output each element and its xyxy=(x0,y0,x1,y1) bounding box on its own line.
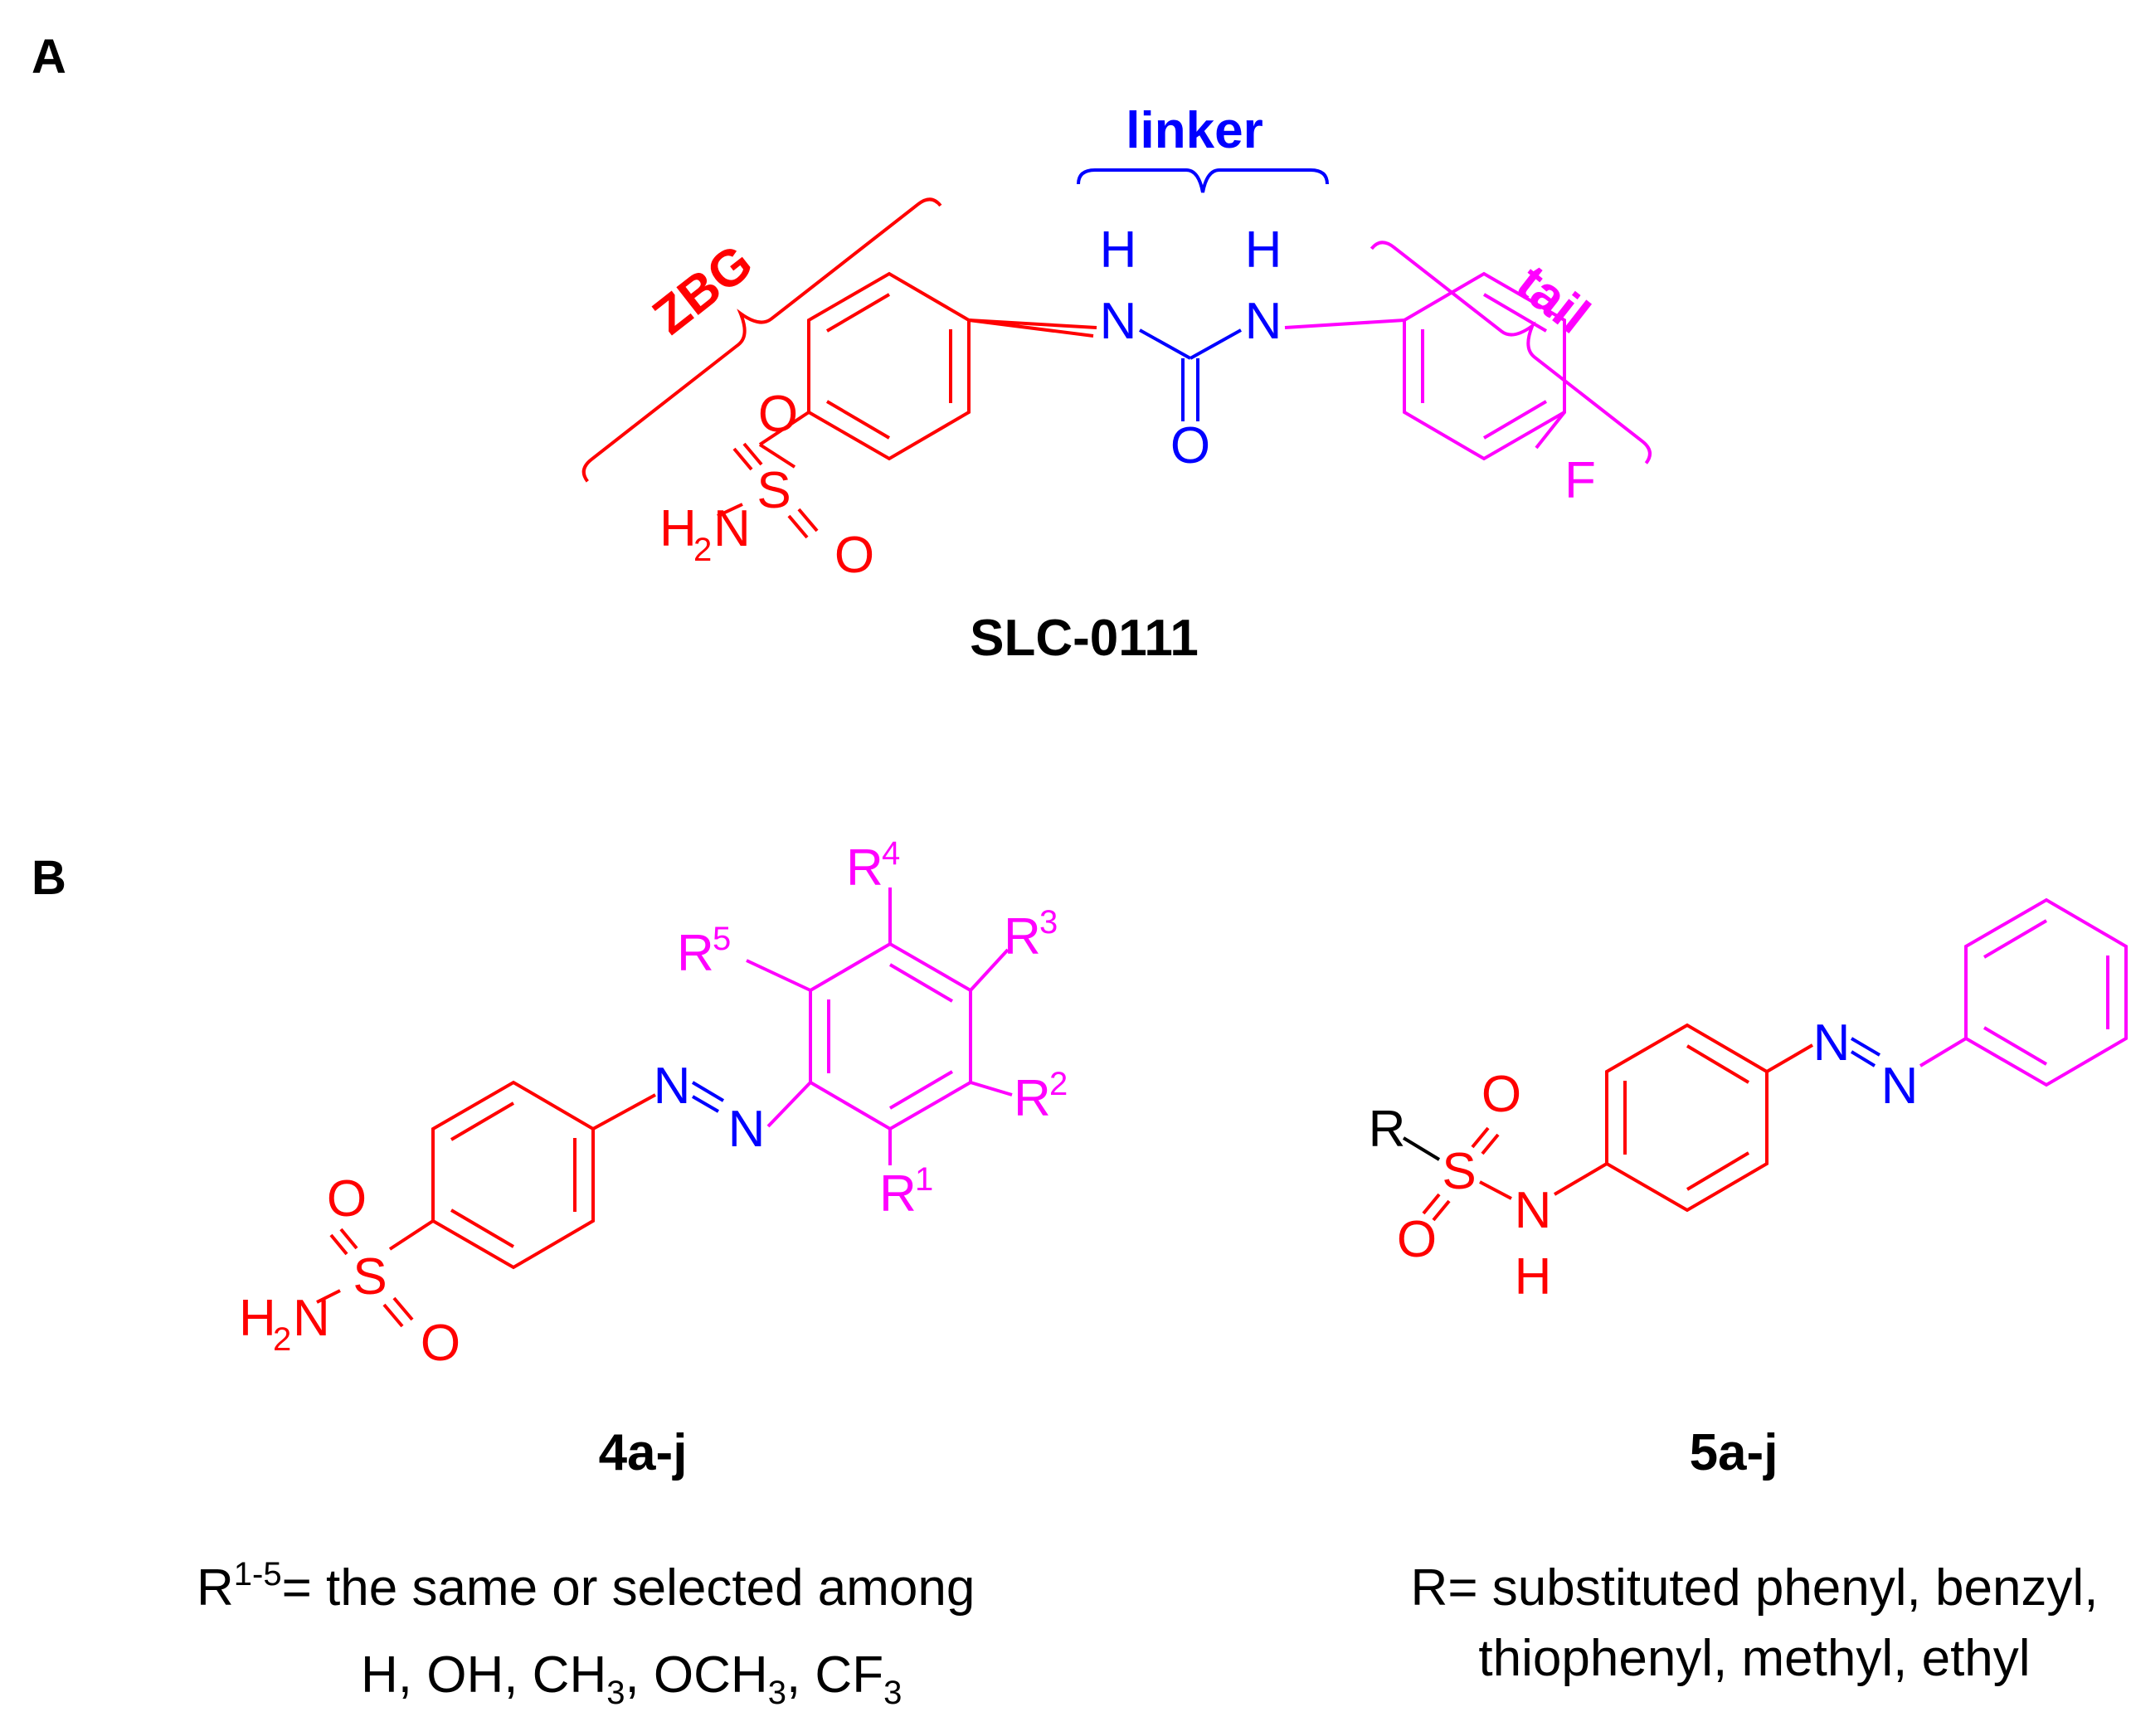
panel-b-letter: B xyxy=(32,851,66,905)
compound-5a-j: R S O O N H N N xyxy=(1369,897,2128,1306)
fluorine: F xyxy=(1564,452,1596,509)
desc-4-line2: H, OH, CH3, OCH3, CF3 xyxy=(361,1646,902,1711)
urea-h1: H xyxy=(1100,221,1137,279)
oxygen-b1: O xyxy=(327,1170,367,1228)
desc-4-sub3: 3 xyxy=(883,1675,902,1711)
sulfur-c: S xyxy=(1442,1143,1476,1200)
bond-urea-ringB xyxy=(1284,319,1405,329)
r3-sup: 3 xyxy=(1039,904,1058,941)
azo-n1-left: N xyxy=(654,1058,691,1115)
substituent-r1: R 1 xyxy=(879,1161,933,1223)
ring-substituted-b xyxy=(746,887,1013,1165)
r1-r: R xyxy=(879,1165,917,1223)
desc-4-b: , OCH xyxy=(625,1646,767,1704)
compound-name-5a-j: 5a-j xyxy=(1690,1424,1778,1481)
substituent-r5: R 5 xyxy=(677,921,731,982)
oxygen-a1: O xyxy=(758,386,798,443)
desc-4-a: H, OH, CH xyxy=(361,1646,606,1704)
amine-a-h: H xyxy=(659,500,697,557)
azo-n2-left: N xyxy=(728,1101,766,1158)
panel-a-letter: A xyxy=(32,30,66,84)
azo-n2-right: N xyxy=(1881,1058,1919,1115)
r2-r: R xyxy=(1014,1070,1051,1127)
desc-4-r: R xyxy=(197,1559,234,1617)
r4-sup: 4 xyxy=(882,835,900,872)
compound-name-slc: SLC-0111 xyxy=(970,610,1199,667)
oxygen-c2: O xyxy=(1397,1211,1437,1268)
tail-annotation: tail xyxy=(1370,241,1652,464)
r4-r: R xyxy=(846,839,883,897)
urea-h2: H xyxy=(1245,221,1282,279)
compound-4a-j: S O O H 2 N N N R xyxy=(239,835,1068,1372)
desc-4-sub1: 3 xyxy=(606,1675,625,1711)
zbg-brace xyxy=(581,197,942,483)
oxygen-c1: O xyxy=(1481,1066,1521,1123)
ring-sulfonamide-b xyxy=(388,1080,656,1270)
amine-a: H 2 N xyxy=(659,500,751,568)
amine-b-n: N xyxy=(293,1290,330,1347)
r5-r: R xyxy=(677,925,714,982)
r1-sup: 1 xyxy=(915,1161,933,1198)
sulfur-a: S xyxy=(757,462,791,519)
amine-a-sub: 2 xyxy=(693,532,712,568)
desc-5-line1: R= substituted phenyl, benzyl, xyxy=(1411,1559,2099,1617)
desc-4-sup: 1-5 xyxy=(234,1556,282,1593)
sulfonamide-a: S O O H 2 N xyxy=(659,386,874,584)
azo-n1-right: N xyxy=(1813,1014,1851,1072)
r-right: R xyxy=(1369,1101,1406,1158)
sulfur-b: S xyxy=(353,1248,387,1306)
r3-r: R xyxy=(1004,908,1041,965)
urea-n2: N xyxy=(1245,293,1282,350)
substituent-r4: R 4 xyxy=(846,835,900,897)
urea-linker: H N H N O xyxy=(1100,221,1282,474)
bond-ringA-urea-visible xyxy=(968,319,1097,329)
ring-fluorophenyl xyxy=(1403,271,1566,461)
desc-4-sub2: 3 xyxy=(768,1675,786,1711)
desc-4-rest: = the same or selected among xyxy=(282,1559,975,1617)
linker-label: linker xyxy=(1126,102,1263,159)
desc-4-c: , CF xyxy=(786,1646,883,1704)
oxygen-b2: O xyxy=(421,1315,460,1372)
description-4a-j: R1-5= the same or selected among H, OH, … xyxy=(197,1556,975,1711)
substituent-r2: R 2 xyxy=(1014,1066,1068,1127)
amine-b-sub: 2 xyxy=(273,1321,291,1358)
linker-brace xyxy=(1077,168,1329,193)
nh-n: N xyxy=(1515,1182,1552,1239)
ring-sulfonamide-c xyxy=(1605,1023,1814,1213)
urea-n1: N xyxy=(1100,293,1137,350)
ring-phenyl-c xyxy=(1964,897,2128,1087)
compound-name-4a-j: 4a-j xyxy=(599,1424,688,1481)
r2-sup: 2 xyxy=(1049,1066,1068,1102)
desc-4-line1: R1-5= the same or selected among xyxy=(197,1556,975,1617)
oxygen-a2: O xyxy=(834,527,874,584)
ring-sulfonamide-a xyxy=(758,271,1094,461)
nh-h: H xyxy=(1515,1248,1552,1306)
r5-sup: 5 xyxy=(713,921,731,957)
amine-a-n: N xyxy=(713,500,751,557)
substituent-r3: R 3 xyxy=(1004,904,1058,965)
desc-5-line2: thiophenyl, methyl, ethyl xyxy=(1478,1630,2030,1687)
amine-b: H 2 N xyxy=(239,1290,330,1358)
tail-brace xyxy=(1370,241,1652,464)
amine-b-h: H xyxy=(239,1290,276,1347)
urea-o: O xyxy=(1170,417,1210,474)
